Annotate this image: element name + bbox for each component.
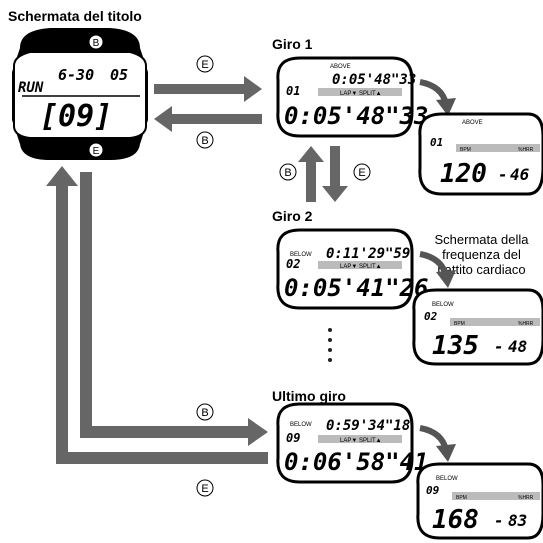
lap1-lapsplit: LAP▼ SPLIT▲ — [340, 91, 382, 97]
lap1-hr-bpm-label: BPM — [460, 147, 471, 153]
b-button-letter: B — [93, 38, 100, 49]
title-date-text: 6-30 — [58, 66, 94, 84]
lap2-label: Giro 2 — [272, 208, 313, 224]
last-hr-bpm: 168 — [432, 505, 479, 535]
circled-b-bottom: B — [196, 403, 214, 421]
lap1-hr-bpm: 120 — [440, 159, 487, 189]
title-watch: RUN 6-30 05 [09] B E — [12, 28, 148, 160]
lap2-zone: BELOW — [290, 252, 312, 258]
lap2-hr-sep: - — [494, 337, 504, 356]
circled-e-bottom: E — [196, 479, 214, 497]
hr-screen-caption: Schermata della frequenza del battito ca… — [420, 232, 543, 277]
e-button-letter: E — [93, 146, 100, 157]
lap2-watch: BELOW 0:11'29"59 02 LAP▼ SPLIT▲ 0:05'41"… — [276, 228, 429, 310]
hr-caption-line3: battito cardiaco — [437, 262, 526, 277]
last-lapsplit: LAP▼ SPLIT▲ — [340, 438, 382, 444]
hr-caption-line1: Schermata della — [434, 232, 529, 247]
circled-b-mid: B — [279, 163, 297, 181]
lap2-hr-zone: BELOW — [432, 302, 454, 308]
lap1-lapnum: 01 — [286, 84, 300, 98]
circled-e-mid-letter: E — [358, 167, 365, 179]
circled-e-mid: E — [353, 163, 371, 181]
last-hr-sep: - — [494, 511, 504, 530]
last-hr-watch: BELOW 09 BPM %HRR 168 - 83 — [416, 462, 543, 540]
last-zone: BELOW — [290, 422, 312, 428]
title-mode-text: RUN — [18, 80, 44, 96]
lap2-hr-lapnum: 02 — [424, 310, 438, 323]
last-total: 0:59'34"18 — [326, 418, 410, 434]
arrow-lap2-to-lap1 — [298, 146, 324, 202]
title-screen-label: Schermata del titolo — [8, 8, 142, 24]
b-button-icon: B — [88, 34, 104, 50]
arrow-title-to-lap1 — [154, 76, 262, 102]
lap2-lapsplit: LAP▼ SPLIT▲ — [340, 264, 382, 270]
lap2-hr-watch: BELOW 02 BPM %HRR 135 - 48 — [412, 288, 543, 366]
last-hr-pct: 83 — [508, 511, 527, 530]
circled-e-top: E — [196, 55, 214, 73]
lap1-hr-pct: 46 — [510, 165, 530, 184]
last-lapnum: 09 — [286, 431, 300, 445]
last-lap-watch: BELOW 0:59'34"18 09 LAP▼ SPLIT▲ 0:06'58"… — [276, 402, 429, 484]
lap2-laptime: 0:05'41"26 — [284, 274, 429, 302]
lap1-total: 0:05'48"33 — [332, 72, 416, 88]
title-big-text: [09] — [40, 99, 112, 134]
circled-b-bottom-letter: B — [201, 407, 208, 419]
lap1-hr-watch: ABOVE 01 BPM %HRR 120 - 46 — [418, 112, 543, 196]
circled-e-top-letter: E — [201, 59, 208, 71]
lap1-watch: ABOVE 0:05'48"33 01 LAP▼ SPLIT▲ 0:05'48"… — [276, 56, 429, 138]
last-laptime: 0:06'58"41 — [284, 448, 429, 476]
lap1-hr-sep: - — [498, 165, 508, 184]
lap1-hr-zone: ABOVE — [462, 120, 483, 126]
arrow-lap1-to-lap2 — [322, 146, 348, 202]
arrow-last-lap-to-title — [46, 166, 268, 464]
lap2-hr-bpm-label: BPM — [454, 321, 465, 327]
lap1-hr-lapnum: 01 — [430, 136, 443, 149]
lap2-hr-bpm: 135 — [432, 331, 479, 361]
last-hr-lapnum: 09 — [426, 484, 440, 497]
lap2-hr-pct: 48 — [508, 337, 527, 356]
lap2-lapnum: 02 — [286, 257, 300, 271]
hr-caption-line2: frequenza del — [442, 247, 521, 262]
circled-b-mid-letter: B — [284, 167, 291, 179]
lap2-hr-hrr-label: %HRR — [518, 321, 534, 327]
circled-b-top: B — [196, 131, 214, 149]
lap2-total: 0:11'29"59 — [326, 246, 410, 262]
lap1-label: Giro 1 — [272, 36, 313, 52]
arrow-lap1-to-title — [154, 106, 262, 132]
lap1-hr-hrr-label: %HRR — [518, 147, 534, 153]
last-hr-hrr-label: %HRR — [518, 495, 534, 501]
last-hr-bpm-label: BPM — [456, 495, 467, 501]
e-button-icon: E — [88, 142, 104, 158]
title-num-text: 05 — [110, 66, 128, 84]
lap1-laptime: 0:05'48"33 — [284, 102, 429, 130]
arrow-title-to-last-lap — [80, 172, 268, 446]
lap1-zone: ABOVE — [330, 64, 351, 70]
curved-arrow-lap2-hr — [419, 251, 456, 288]
circled-e-bottom-letter: E — [201, 483, 208, 495]
circled-b-top-letter: B — [201, 135, 208, 147]
curved-arrow-lap1-hr — [419, 79, 456, 116]
last-lap-label: Ultimo giro — [272, 388, 346, 404]
curved-arrow-last-hr — [419, 425, 456, 462]
last-hr-zone: BELOW — [436, 476, 458, 482]
continuation-dots — [328, 328, 332, 362]
